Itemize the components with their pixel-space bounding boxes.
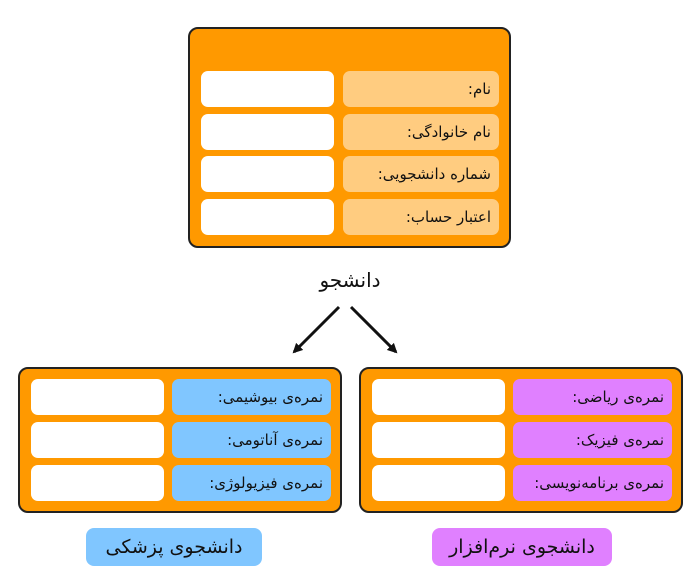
physiology-label: نمره‌ی فیزیولوژی: — [172, 465, 331, 501]
student-row-name: نام: — [190, 71, 509, 107]
student-row-id: شماره دانشجویی: — [190, 156, 509, 192]
medical-row-physiology: نمره‌ی فیزیولوژی: — [20, 465, 340, 501]
medical-student-card: نمره‌ی بیوشیمی: نمره‌ی آناتومی: نمره‌ی ف… — [18, 367, 342, 513]
medical-student-caption: دانشجوی پزشکی — [86, 528, 262, 566]
name-field — [201, 71, 334, 107]
arrow-to-software — [349, 305, 398, 354]
physiology-field — [31, 465, 164, 501]
biochemistry-label: نمره‌ی بیوشیمی: — [172, 379, 331, 415]
software-row-programming: نمره‌ی برنامه‌نویسی: — [361, 465, 681, 501]
family-name-field — [201, 114, 334, 150]
medical-row-anatomy: نمره‌ی آناتومی: — [20, 422, 340, 458]
programming-field — [372, 465, 505, 501]
physics-label: نمره‌ی فیزیک: — [513, 422, 672, 458]
account-credit-field — [201, 199, 334, 235]
family-name-label: نام خانوادگی: — [343, 114, 499, 150]
anatomy-label: نمره‌ی آناتومی: — [172, 422, 331, 458]
student-row-family: نام خانوادگی: — [190, 114, 509, 150]
arrow-to-medical — [292, 305, 341, 354]
student-caption: دانشجو — [319, 268, 381, 292]
student-id-label: شماره دانشجویی: — [343, 156, 499, 192]
account-credit-label: اعتبار حساب: — [343, 199, 499, 235]
software-row-physics: نمره‌ی فیزیک: — [361, 422, 681, 458]
math-field — [372, 379, 505, 415]
programming-label: نمره‌ی برنامه‌نویسی: — [513, 465, 672, 501]
name-label: نام: — [343, 71, 499, 107]
math-label: نمره‌ی ریاضی: — [513, 379, 672, 415]
student-card: نام: نام خانوادگی: شماره دانشجویی: اعتبا… — [188, 27, 511, 248]
software-row-math: نمره‌ی ریاضی: — [361, 379, 681, 415]
student-id-field — [201, 156, 334, 192]
student-row-credit: اعتبار حساب: — [190, 199, 509, 235]
medical-row-biochem: نمره‌ی بیوشیمی: — [20, 379, 340, 415]
biochemistry-field — [31, 379, 164, 415]
physics-field — [372, 422, 505, 458]
software-student-card: نمره‌ی ریاضی: نمره‌ی فیزیک: نمره‌ی برنام… — [359, 367, 683, 513]
software-student-caption: دانشجوی نرم‌افزار — [432, 528, 612, 566]
anatomy-field — [31, 422, 164, 458]
